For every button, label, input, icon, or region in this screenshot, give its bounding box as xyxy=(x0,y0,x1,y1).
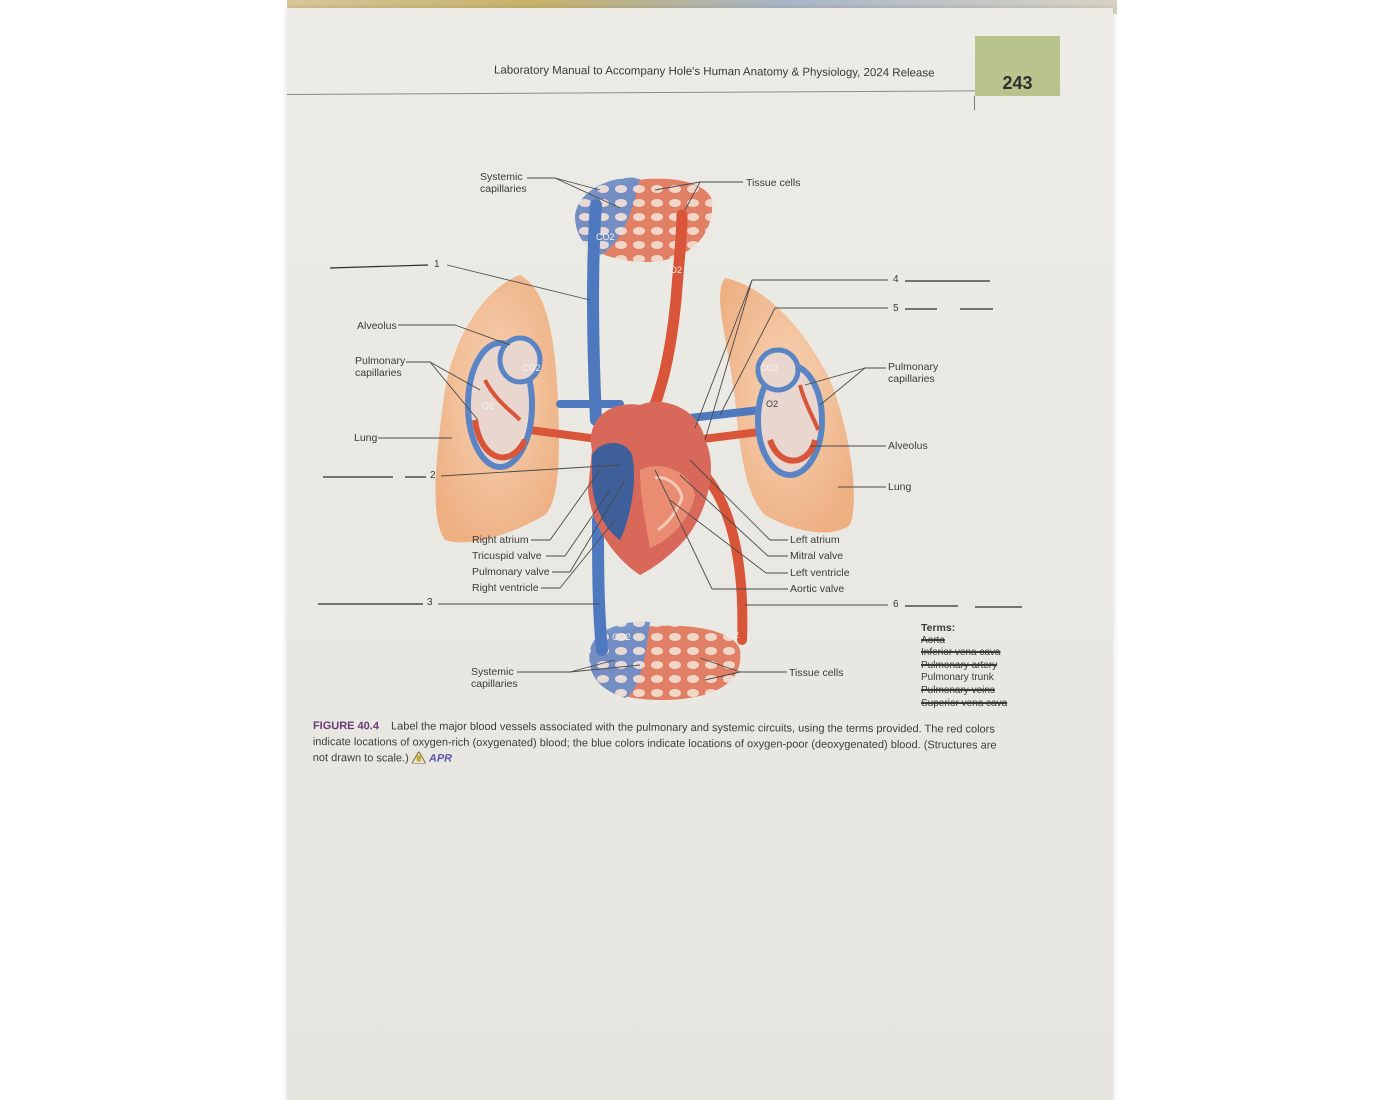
apr-icon xyxy=(411,751,426,764)
term-item: Pulmonary trunk xyxy=(921,672,994,684)
right-alveolar-cluster xyxy=(755,347,825,478)
term-item: Pulmonary veins xyxy=(921,684,995,696)
term-item: Pulmonary artery xyxy=(921,659,998,671)
figure-number: FIGURE 40.4 xyxy=(312,720,380,733)
label-systemic-capillaries-top: Systemic capillaries xyxy=(480,171,527,195)
heart xyxy=(588,401,711,575)
label-alveolus-right: Alveolus xyxy=(888,440,928,452)
blank-number-1: 1 xyxy=(434,259,440,270)
gas-label-co2-left: CO2 xyxy=(522,363,541,373)
blank-number-3: 3 xyxy=(427,597,433,608)
term-item: Superior vena cava xyxy=(921,697,1008,709)
label-tissue-cells-bottom: Tissue cells xyxy=(789,667,844,679)
gas-label-co2-bottom: CO2 xyxy=(612,632,631,642)
gas-label-o2-top: O2 xyxy=(670,265,683,275)
label-pulmonary-capillaries-left: Pulmonary capillaries xyxy=(355,355,406,379)
label-left-ventricle: Left ventricle xyxy=(790,567,850,579)
gas-label-o2-right: O2 xyxy=(766,399,779,409)
label-right-atrium: Right atrium xyxy=(472,534,529,546)
label-right-ventricle: Right ventricle xyxy=(472,582,539,594)
label-tricuspid-valve: Tricuspid valve xyxy=(472,550,542,562)
label-left-atrium: Left atrium xyxy=(790,534,840,546)
gas-label-o2-left: O2 xyxy=(482,401,495,411)
blank-number-5: 5 xyxy=(893,303,899,314)
label-systemic-capillaries-bottom: Systemic capillaries xyxy=(471,666,518,690)
label-tissue-cells-top: Tissue cells xyxy=(746,177,801,189)
page-box-rule xyxy=(974,96,975,110)
page-number-box: 243 xyxy=(975,36,1060,96)
label-alveolus-left: Alveolus xyxy=(357,320,397,332)
terms-title: Terms: xyxy=(921,622,956,634)
gas-label-co2-top: CO2 xyxy=(596,232,615,242)
apr-label: APR xyxy=(428,752,453,765)
page-number: 243 xyxy=(1002,73,1033,93)
term-item: Aorta xyxy=(921,634,945,646)
blank-number-6: 6 xyxy=(893,599,899,610)
term-item: Inferior vena cava xyxy=(921,647,1001,659)
label-lung-left: Lung xyxy=(354,432,378,444)
answer-blanks xyxy=(318,264,1022,608)
label-lung-right: Lung xyxy=(888,481,912,493)
blank-number-2: 2 xyxy=(430,470,436,481)
label-aortic-valve: Aortic valve xyxy=(790,583,845,595)
gas-label-o2-bottom: O2 xyxy=(727,630,740,640)
label-pulmonary-valve: Pulmonary valve xyxy=(472,566,550,578)
gas-label-co2-right: CO2 xyxy=(760,363,779,373)
blank-number-4: 4 xyxy=(893,274,899,285)
left-alveolar-cluster xyxy=(465,335,543,470)
label-mitral-valve: Mitral valve xyxy=(790,550,844,562)
label-pulmonary-capillaries-right: Pulmonary capillaries xyxy=(888,361,939,385)
